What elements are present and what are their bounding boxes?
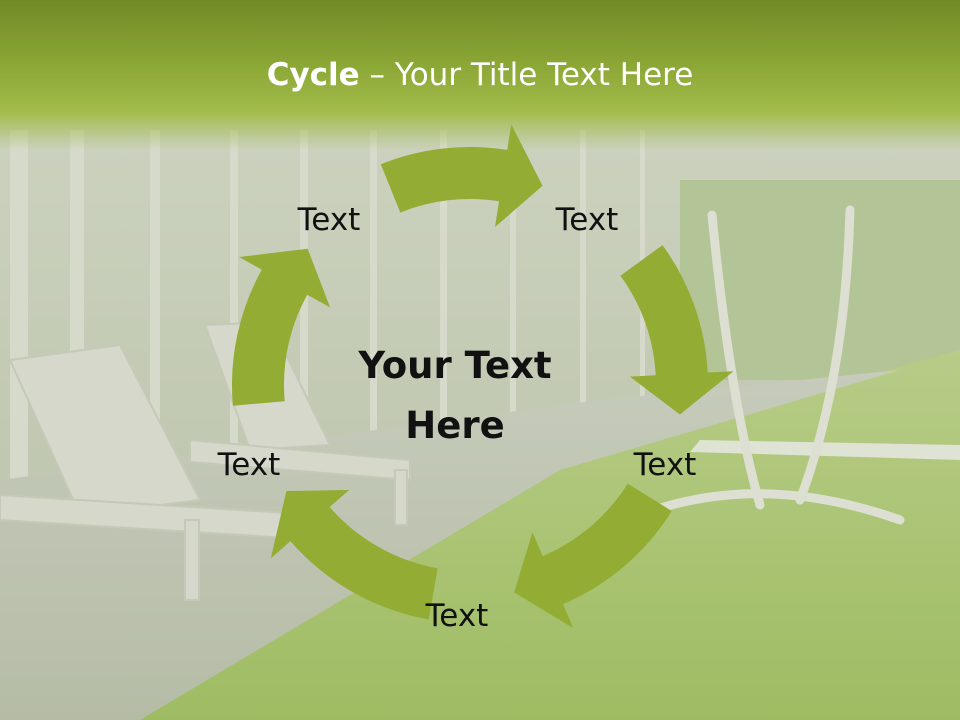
cycle-arrow-left <box>231 248 331 406</box>
cycle-label-top-left: Text <box>297 202 361 238</box>
title-band <box>0 0 960 150</box>
cycle-arrow-bottom-right <box>514 483 672 628</box>
cycle-label-left: Text <box>217 447 281 483</box>
center-text: Your Text Here <box>330 336 580 456</box>
cycle-label-bottom: Text <box>425 598 489 634</box>
cycle-arrow-top <box>380 124 543 227</box>
slide-title: Cycle – Your Title Text Here <box>0 52 960 98</box>
center-text-line-2: Here <box>405 404 505 447</box>
title-rest: – Your Title Text Here <box>359 57 694 93</box>
center-text-line-1: Your Text <box>358 344 552 387</box>
cycle-arrow-right <box>620 245 734 415</box>
cycle-label-top-right: Text <box>555 202 619 238</box>
cycle-arrow-bottom-left <box>270 490 438 620</box>
title-bold-word: Cycle <box>266 57 360 93</box>
cycle-arrows <box>231 124 734 628</box>
cycle-label-right: Text <box>633 447 697 483</box>
